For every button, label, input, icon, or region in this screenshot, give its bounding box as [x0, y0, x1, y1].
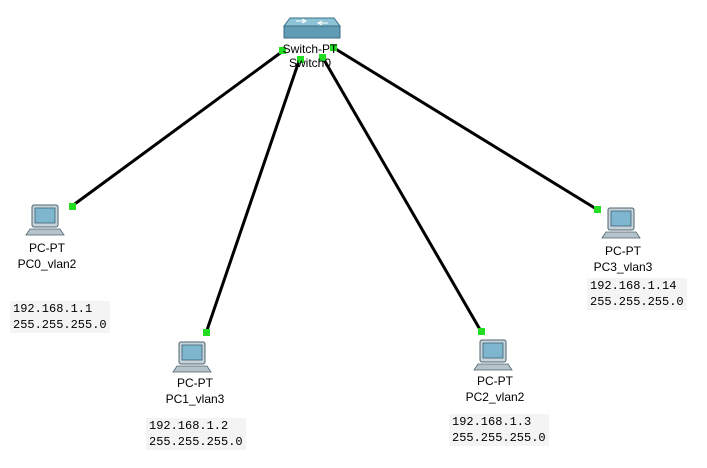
desktop-pc-icon[interactable] [25, 204, 65, 236]
network-switch-icon[interactable] [283, 17, 341, 39]
pc2-ip-note: 192.168.1.3 255.255.255.0 [449, 414, 549, 446]
pc0-ip: 192.168.1.1 [13, 302, 93, 316]
link-switch-pc2[interactable] [321, 57, 484, 334]
link-switch-pc0[interactable] [71, 49, 284, 208]
desktop-pc-icon[interactable] [473, 339, 513, 371]
port-switch-pc0 [279, 47, 286, 54]
port-pc3 [594, 206, 601, 213]
pc0-model-label: PC-PT [29, 241, 65, 255]
port-pc2 [478, 328, 485, 335]
pc3-model-label: PC-PT [605, 244, 641, 258]
port-switch-pc1 [297, 56, 304, 63]
switch-model-label: Switch-PT [282, 42, 338, 56]
link-switch-pc1[interactable] [204, 57, 302, 334]
pc3-name-label[interactable]: PC3_vlan3 [593, 260, 653, 274]
link-switch-pc3[interactable] [333, 46, 599, 212]
pc1-ip-note: 192.168.1.2 255.255.255.0 [146, 418, 246, 450]
port-switch-pc2 [319, 54, 326, 61]
pc1-mask: 255.255.255.0 [149, 435, 243, 449]
pc3-ip: 192.168.1.14 [590, 279, 677, 293]
pc1-name-label[interactable]: PC1_vlan3 [165, 392, 225, 406]
pc0-ip-note: 192.168.1.1 255.255.255.0 [10, 301, 110, 333]
desktop-pc-icon[interactable] [601, 207, 641, 239]
pc0-mask: 255.255.255.0 [13, 318, 107, 332]
pc3-ip-note: 192.168.1.14 255.255.255.0 [587, 278, 687, 310]
port-pc1 [203, 329, 210, 336]
port-indicators [69, 44, 601, 336]
pc1-model-label: PC-PT [177, 376, 213, 390]
links [71, 46, 599, 334]
port-pc0 [69, 203, 76, 210]
pc2-mask: 255.255.255.0 [452, 431, 546, 445]
switch-name-label[interactable]: Switch0 [288, 56, 332, 70]
pc0-name-label[interactable]: PC0_vlan2 [17, 257, 77, 271]
desktop-pc-icon[interactable] [172, 341, 212, 373]
pc2-model-label: PC-PT [477, 374, 513, 388]
pc2-ip: 192.168.1.3 [452, 415, 532, 429]
pc3-mask: 255.255.255.0 [590, 295, 684, 309]
pc1-ip: 192.168.1.2 [149, 419, 229, 433]
pc2-name-label[interactable]: PC2_vlan2 [465, 390, 525, 404]
port-switch-pc3 [330, 44, 337, 51]
